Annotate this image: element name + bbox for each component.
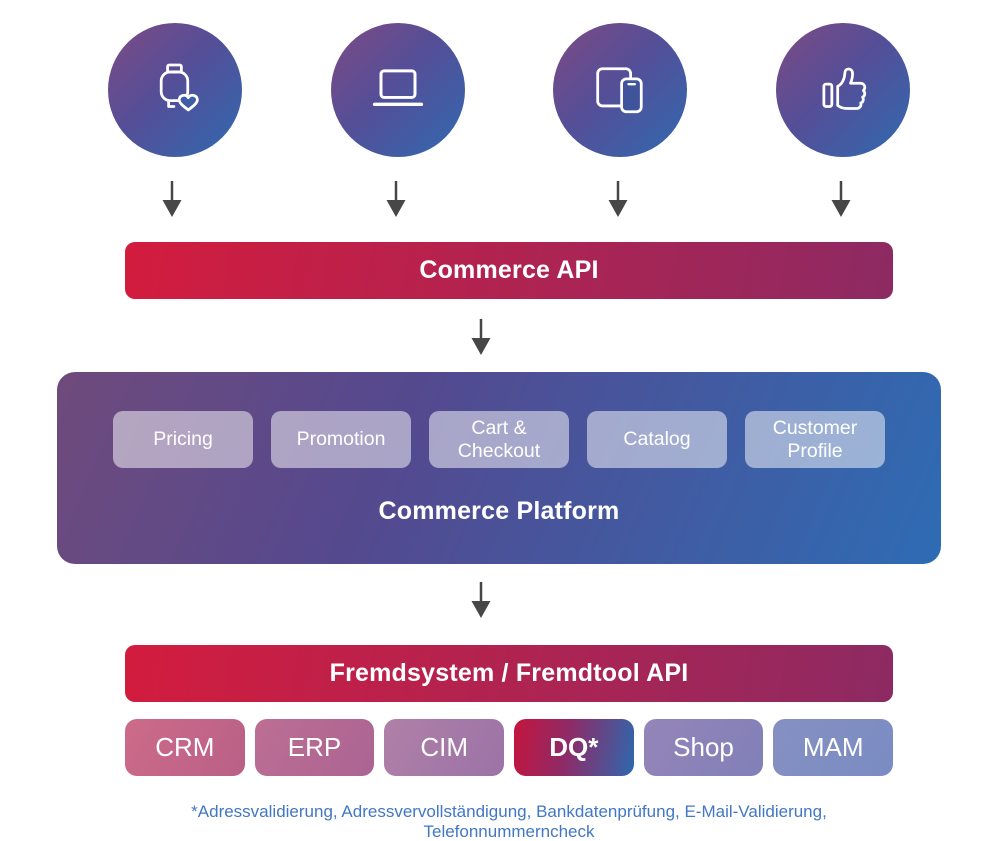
down-arrow (161, 180, 183, 218)
system-box-cim: CIM (384, 719, 505, 776)
system-label: ERP (287, 732, 342, 762)
system-box-shop: Shop (643, 719, 764, 776)
down-arrow (607, 180, 629, 218)
down-arrow (385, 180, 407, 218)
laptop-icon (372, 69, 424, 107)
down-arrow (830, 180, 852, 218)
module-label: Promotion (296, 428, 386, 451)
system-box-mam: MAM (773, 719, 894, 776)
system-box-crm: CRM (125, 719, 245, 776)
system-box-dq: DQ* (514, 719, 634, 776)
down-arrow (470, 318, 492, 356)
external-api-label: Fremdsystem / Fremdtool API (329, 659, 689, 687)
module-label: Cart & Checkout (457, 417, 541, 462)
footnote-text: *Adressvalidierung, Adressvervollständig… (191, 802, 827, 841)
device-circle-social (776, 23, 910, 157)
system-label: MAM (802, 732, 864, 762)
system-label: Shop (673, 732, 734, 762)
module-pill-promotion: Promotion (271, 411, 411, 468)
platform-title: Commerce Platform (378, 497, 620, 525)
system-label: CRM (155, 732, 215, 762)
module-label: Catalog (623, 428, 691, 451)
tablet-phone-icon (596, 67, 643, 114)
platform-modules: Pricing Promotion Cart & Checkout Catalo… (57, 411, 941, 468)
module-pill-catalog: Catalog (587, 411, 727, 468)
module-label: Customer Profile (772, 417, 858, 462)
smartwatch-heart-icon (159, 63, 199, 112)
external-api-bar: Fremdsystem / Fremdtool API (125, 645, 893, 702)
down-arrow (470, 581, 492, 619)
system-label: CIM (420, 732, 469, 762)
system-box-erp: ERP (254, 719, 375, 776)
commerce-api-bar: Commerce API (125, 242, 893, 299)
device-circle-laptop (331, 23, 465, 157)
external-systems-row: CRM ERP CIM DQ* Shop MAM (125, 719, 894, 776)
commerce-platform-box: Pricing Promotion Cart & Checkout Catalo… (57, 372, 941, 564)
device-circle-tablet-phone (553, 23, 687, 157)
module-label: Pricing (153, 428, 213, 451)
module-pill-pricing: Pricing (113, 411, 253, 468)
module-pill-cart-checkout: Cart & Checkout (429, 411, 569, 468)
device-circle-wearable (108, 23, 242, 157)
commerce-api-label: Commerce API (419, 256, 599, 284)
thumbs-up-icon (822, 67, 867, 110)
system-label: DQ* (549, 732, 599, 762)
module-pill-customer-profile: Customer Profile (745, 411, 885, 468)
